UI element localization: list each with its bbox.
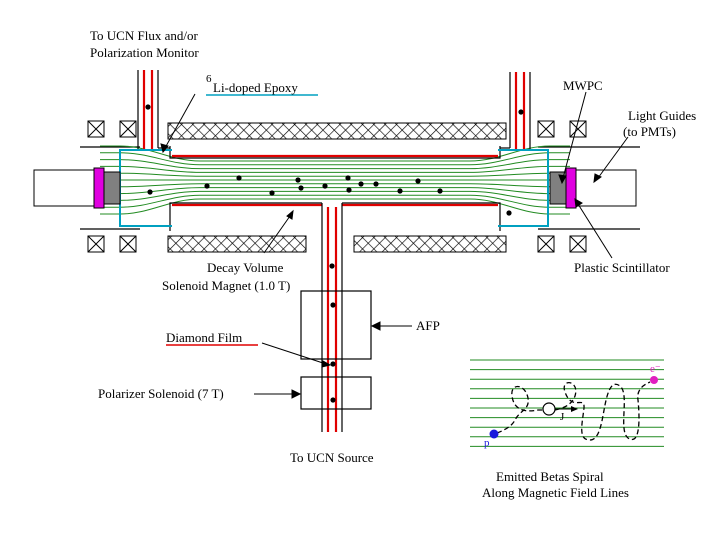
magnetic-field-lines — [100, 145, 570, 215]
inset-field-lines — [470, 359, 664, 447]
electron-label: e⁻ — [650, 363, 661, 375]
coil-upper-right-2 — [569, 120, 587, 138]
mwpc-left — [103, 171, 121, 205]
field-line — [100, 190, 570, 201]
coil-lower-left-2 — [119, 235, 137, 253]
afp-box — [300, 290, 372, 360]
electron-marker — [650, 376, 658, 384]
inset-caption-line1: Emitted Betas Spiral — [496, 469, 604, 484]
light-guide-right — [575, 169, 637, 207]
field-line — [100, 194, 570, 208]
light-guide-left — [33, 169, 95, 207]
coil-upper-left-1 — [87, 120, 105, 138]
plastic-scintillator-label: Plastic Scintillator — [574, 260, 670, 275]
li-epoxy-label: Li-doped Epoxy — [213, 80, 298, 95]
ucn-particles — [145, 104, 524, 403]
coil-lower-right-1 — [537, 235, 555, 253]
inset-spiral-diagram: J p e⁻ — [470, 359, 664, 449]
left-detector — [33, 167, 121, 209]
field-line — [100, 165, 570, 173]
plastic-scintillator-left — [93, 167, 105, 209]
mwpc-label: MWPC — [563, 78, 603, 93]
decay-volume-label-line2: Solenoid Magnet (1.0 T) — [162, 278, 290, 293]
field-line — [100, 198, 570, 215]
right-detector — [549, 167, 637, 209]
decay-tube — [169, 146, 501, 231]
upper-right-guide — [500, 72, 531, 150]
outer-walls — [80, 146, 640, 230]
flux-monitor-label-line1: To UCN Flux and/or — [90, 28, 198, 43]
lower-coil-row — [87, 235, 587, 253]
field-line — [100, 187, 570, 195]
coil-upper-left-2 — [119, 120, 137, 138]
field-line — [100, 145, 570, 162]
flux-monitor-guide — [137, 70, 170, 150]
afp-label: AFP — [416, 318, 440, 333]
ucn-source-guide — [321, 203, 343, 432]
li-superscript: 6 — [206, 73, 212, 85]
ucn-source-label: To UCN Source — [290, 450, 374, 465]
li-epoxy-right — [498, 149, 549, 227]
neutron-decay-point — [542, 402, 556, 416]
field-line — [100, 183, 570, 188]
field-line — [100, 159, 570, 170]
proton-marker — [489, 429, 499, 439]
leader-arrows — [160, 91, 629, 399]
proton-label: p — [484, 437, 490, 449]
coil-lower-right-2 — [569, 235, 587, 253]
light-guides-label-line2: (to PMTs) — [623, 124, 676, 139]
plastic-scintillator-right — [565, 167, 577, 209]
spin-j-label: J — [560, 411, 565, 423]
field-line — [100, 152, 570, 166]
upper-coil-row — [87, 120, 587, 140]
polarizer-label: Polarizer Solenoid (7 T) — [98, 386, 224, 401]
inset-caption-line2: Along Magnetic Field Lines — [482, 485, 629, 500]
flux-monitor-label-line2: Polarization Monitor — [90, 45, 199, 60]
coil-upper-right-1 — [537, 120, 555, 138]
light-guides-label-line1: Light Guides — [628, 108, 696, 123]
coil-lower-left-1 — [87, 235, 105, 253]
diamond-film-label: Diamond Film — [166, 330, 242, 345]
beta-spiral-path — [496, 381, 651, 441]
decay-volume-label-line1: Decay Volume — [207, 260, 284, 275]
field-line — [100, 172, 570, 177]
polarizer-box — [300, 376, 372, 410]
